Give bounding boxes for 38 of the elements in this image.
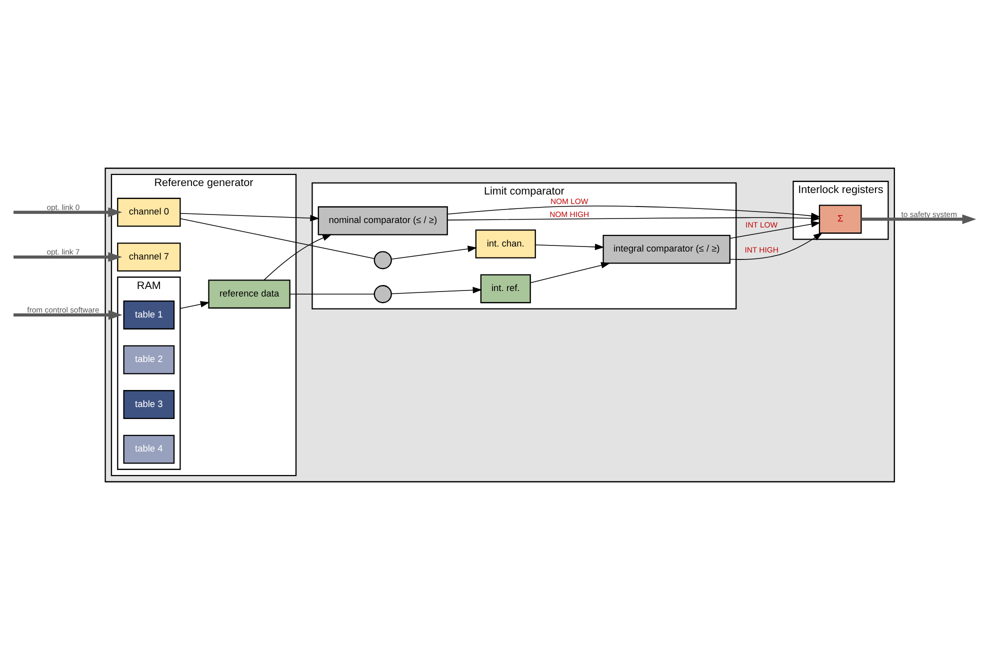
arrow xyxy=(13,310,122,320)
edge-label: INT HIGH xyxy=(744,245,778,254)
node-box: int. ref. xyxy=(480,274,530,304)
node-circle xyxy=(373,251,392,270)
node-box: nominal comparator (≤ / ≥) xyxy=(317,206,448,236)
node-box: table 3 xyxy=(122,390,174,419)
arrow xyxy=(530,262,610,284)
arrow xyxy=(729,232,822,260)
arrow xyxy=(179,301,210,309)
node-box: table 4 xyxy=(122,434,174,464)
edge-label: to safety system xyxy=(900,210,956,219)
connector xyxy=(179,218,374,259)
arrow xyxy=(390,286,482,294)
cluster xyxy=(104,168,894,482)
arrow xyxy=(729,220,820,239)
arrow xyxy=(13,207,122,218)
arrow xyxy=(13,252,122,262)
arrow xyxy=(390,246,477,260)
arrow xyxy=(179,213,319,222)
node-box: int. chan. xyxy=(474,229,536,258)
edge-label: opt. link 0 xyxy=(46,202,80,212)
node-box: table 2 xyxy=(122,345,174,374)
node-box: reference data xyxy=(208,280,290,309)
node-box: table 1 xyxy=(122,300,174,330)
edge-label: NOM HIGH xyxy=(549,210,589,219)
arrow xyxy=(860,214,976,224)
arrow xyxy=(534,244,604,250)
node-box: Σ xyxy=(818,204,862,234)
edge-label: INT LOW xyxy=(745,220,778,230)
edge-label: from control software xyxy=(26,306,99,315)
node-box: channel 0 xyxy=(116,198,180,227)
node-circle xyxy=(373,285,392,304)
edge-label: NOM LOW xyxy=(550,196,588,206)
arrow xyxy=(263,234,332,280)
arrow xyxy=(446,206,820,220)
node-box: integral comparator (≤ / ≥) xyxy=(602,234,730,264)
edge-label: opt. link 7 xyxy=(46,248,80,257)
node-box: channel 7 xyxy=(116,242,180,272)
